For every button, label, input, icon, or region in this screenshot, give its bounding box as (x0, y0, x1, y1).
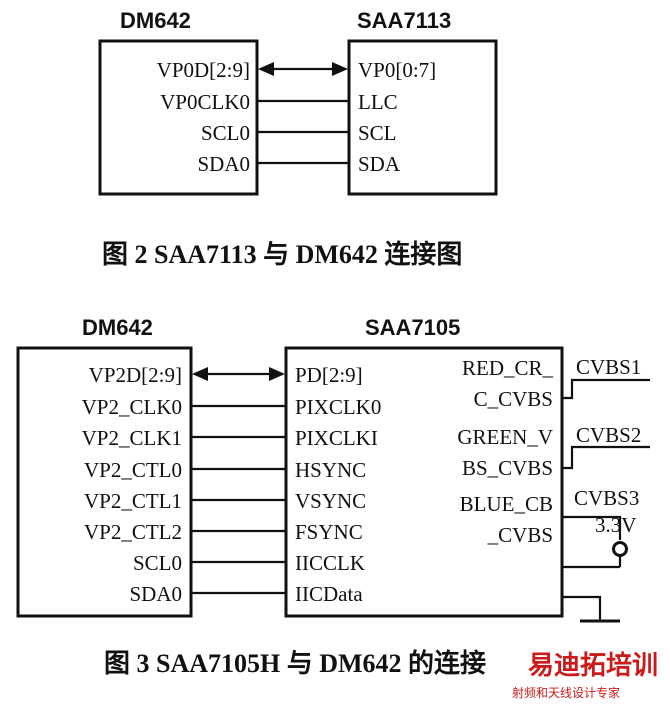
fig3-net-cvbs2 (562, 445, 650, 470)
fig3-supply-terminal (612, 541, 628, 557)
fig3-right-pin-7: IICData (295, 582, 363, 606)
fig2-right-chip-title: SAA7113 (357, 8, 451, 33)
fig3-output-pin-3: BS_CVBS (462, 456, 553, 480)
fig3-left-pin-7: SDA0 (129, 582, 182, 606)
fig2-right-pin-3: SDA (358, 152, 401, 176)
fig3-net-label-2: CVBS3 (574, 486, 639, 510)
fig3-left-chip-title: DM642 (82, 315, 153, 340)
fig2-left-pin-1: VP0CLK0 (160, 90, 250, 114)
fig2-right-pin-1: LLC (358, 90, 398, 114)
fig3-right-pin-2: PIXCLKI (295, 426, 378, 450)
fig3-left-pin-5: VP2_CTL2 (84, 520, 182, 544)
figure-2: DM642 SAA7113 VP0D[2:9] VP0CLK0 SCL0 SDA… (98, 8, 498, 269)
fig2-dm642-box (98, 39, 259, 196)
fig3-bus-arrow-right (269, 367, 285, 381)
fig2-bus-arrow-left (258, 62, 274, 76)
watermark-tagline: 射频和天线设计专家 (512, 685, 620, 700)
fig2-bus-arrow-right (332, 62, 348, 76)
fig3-output-pin-1: C_CVBS (474, 387, 553, 411)
fig3-right-chip-title: SAA7105 (365, 315, 460, 340)
fig2-left-pin-2: SCL0 (201, 121, 250, 145)
fig2-right-pin-0: VP0[0:7] (358, 58, 436, 82)
fig3-net-cvbs3 (562, 515, 622, 540)
fig3-right-pin-3: HSYNC (295, 458, 366, 482)
fig3-right-pin-1: PIXCLK0 (295, 395, 381, 419)
fig2-saa7113-box (347, 39, 498, 196)
fig3-left-pin-4: VP2_CTL1 (84, 489, 182, 513)
fig3-output-pin-2: GREEN_V (457, 425, 553, 449)
fig3-net-label-0: CVBS1 (576, 355, 641, 379)
fig3-output-pin-5: _CVBS (487, 523, 553, 547)
fig3-right-pin-6: IICCLK (295, 551, 365, 575)
fig3-left-pin-0: VP2D[2:9] (89, 363, 182, 387)
fig2-caption: 图 2 SAA7113 与 DM642 连接图 (102, 240, 462, 269)
fig3-right-pin-5: FSYNC (295, 520, 363, 544)
fig3-output-pin-0: RED_CR_ (462, 356, 554, 380)
figure-3: DM642 SAA7105 VP2D[2:9] VP2_CLK0 VP2_CLK… (16, 315, 650, 678)
fig2-right-pin-2: SCL (358, 121, 397, 145)
watermark: 易迪拓培训 射频和天线设计专家 (512, 651, 658, 700)
fig3-net-cvbs1 (562, 378, 650, 400)
fig3-supply-label: 3.3V (595, 513, 636, 537)
fig2-left-chip-title: DM642 (120, 8, 191, 33)
fig3-left-pin-3: VP2_CTL0 (84, 458, 182, 482)
fig3-right-pin-4: VSYNC (295, 489, 366, 513)
fig3-ground-wire (562, 595, 602, 620)
fig3-saa7105-box (284, 346, 564, 618)
fig3-bus-arrow-left (192, 367, 208, 381)
fig2-left-pin-0: VP0D[2:9] (157, 58, 250, 82)
fig3-net-label-1: CVBS2 (576, 423, 641, 447)
fig3-output-pin-4: BLUE_CB (460, 492, 553, 516)
fig3-left-pin-6: SCL0 (133, 551, 182, 575)
fig3-right-pin-0: PD[2:9] (295, 363, 363, 387)
fig3-caption: 图 3 SAA7105H 与 DM642 的连接 (104, 648, 486, 678)
watermark-brand: 易迪拓培训 (528, 651, 658, 681)
fig3-dm642-box (16, 346, 193, 618)
fig2-left-pin-3: SDA0 (197, 152, 250, 176)
fig3-left-pin-2: VP2_CLK1 (82, 426, 182, 450)
fig3-left-pin-1: VP2_CLK0 (82, 395, 182, 419)
